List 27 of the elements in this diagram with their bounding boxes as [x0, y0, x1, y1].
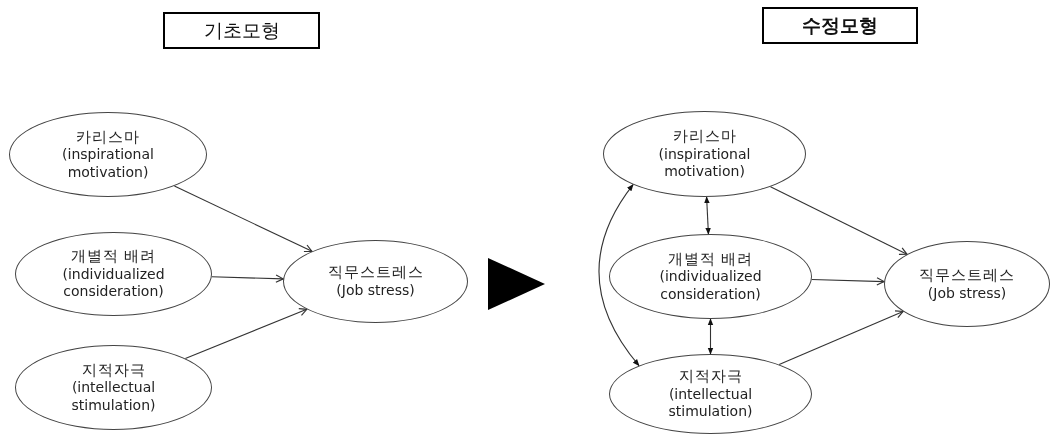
- variable-label: (individualized consideration): [658, 268, 763, 304]
- variable-name: 지적자극: [81, 360, 146, 380]
- variable-label: (inspirational motivation): [657, 145, 752, 181]
- variable-name: 직무스트레스: [327, 263, 424, 283]
- arrow: [598, 184, 640, 367]
- arrow: [778, 310, 904, 366]
- variable-label: (Job stress): [927, 284, 1007, 303]
- arrow: [769, 186, 908, 255]
- title-box: 기초모형: [163, 12, 320, 49]
- arrow: [173, 185, 313, 253]
- variable-label: (intellectual stimulation): [667, 385, 754, 421]
- variable-label: (individualized consideration): [61, 265, 166, 301]
- arrow: [811, 277, 885, 286]
- variable-name: 직무스트레스: [919, 265, 1015, 285]
- variable-label: (Job stress): [336, 282, 415, 300]
- arrow: [184, 308, 308, 359]
- variable-name: 개별적 배려: [70, 247, 157, 266]
- variable-name: 개별적 배려: [667, 249, 754, 269]
- variable-name: 카리스마: [76, 127, 140, 147]
- title-box: 수정모형: [762, 7, 918, 44]
- arrow: [211, 274, 284, 283]
- arrow: [707, 318, 714, 355]
- variable-name: 지적자극: [678, 367, 743, 386]
- variable-label: (intellectual stimulation): [70, 379, 157, 415]
- variable-name: 카리스마: [672, 127, 737, 146]
- variable-label: (inspirational motivation): [61, 146, 155, 182]
- arrow: [704, 196, 711, 235]
